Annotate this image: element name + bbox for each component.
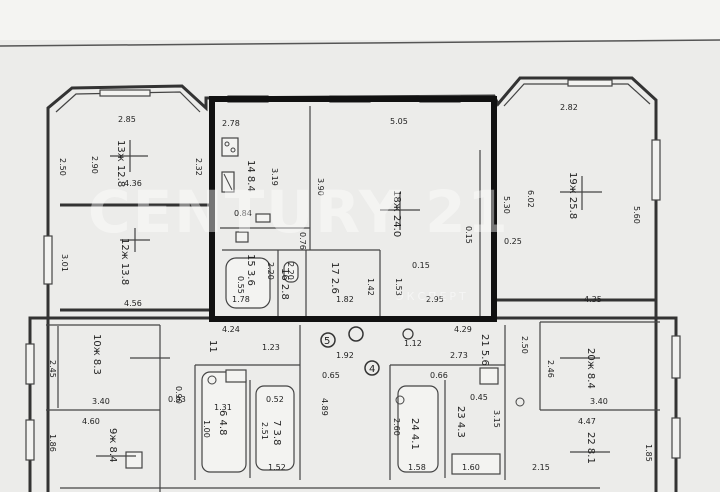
dimension-label: 1.52 <box>268 463 286 472</box>
dimension-label: 1.82 <box>336 295 354 304</box>
dimension-label: 1.58 <box>408 463 426 472</box>
toilet-icon <box>283 261 299 283</box>
dimension-label: 2.73 <box>450 351 468 360</box>
dimension-label: 1.53 <box>394 278 403 296</box>
room-label: 11 <box>207 340 218 353</box>
dimension-label: 0.45 <box>470 393 488 402</box>
room-label: 18ж 24.0 <box>391 190 402 237</box>
dimension-label: 3.90 <box>316 178 325 196</box>
bathtub-icon <box>201 371 247 473</box>
dimension-label: 3.19 <box>270 168 279 186</box>
dimension-label: 0.93 <box>168 395 186 404</box>
dimension-label: 2.82 <box>560 103 578 112</box>
dimension-label: 0.90 <box>174 386 183 404</box>
dimension-label: 2.15 <box>532 463 550 472</box>
room-label: 24 4.1 <box>409 418 420 450</box>
dimension-label: 2.51 <box>260 422 269 440</box>
dimension-label: 2.45 <box>48 360 57 378</box>
stove-icon <box>221 137 239 157</box>
dimension-label: 0.25 <box>504 237 522 246</box>
dimension-label: 2.46 <box>546 360 555 378</box>
dimension-label: 1.23 <box>262 343 280 352</box>
room-label: 13ж 12.8 <box>115 140 126 187</box>
dimension-label: 0.15 <box>412 261 430 270</box>
room-label: 23 4.3 <box>455 406 466 438</box>
dimension-label: 3.15 <box>492 410 501 428</box>
dimension-label: 2.85 <box>118 115 136 124</box>
dimension-label: 5.05 <box>390 117 408 126</box>
dimension-label: 5.30 <box>502 196 511 214</box>
bathtub-icon <box>255 385 295 471</box>
interior-walls <box>46 203 660 492</box>
dimension-label: 4.35 <box>584 295 602 304</box>
watermark-sub: ЭКСПЕРТ <box>396 290 469 303</box>
fixtures <box>96 140 610 475</box>
dimension-label: 4.56 <box>124 299 142 308</box>
room-label: 7 3.8 <box>271 420 282 445</box>
bathtub-icon <box>225 257 271 309</box>
stove-icon <box>479 367 499 385</box>
room-label: 9ж 8.4 <box>107 428 118 462</box>
dimension-label: 2.95 <box>426 295 444 304</box>
room-label: 6 4.8 <box>217 410 228 435</box>
dimension-label: 2.78 <box>222 119 240 128</box>
dimension-label: 4.36 <box>124 179 142 188</box>
dimension-label: 0.65 <box>322 371 340 380</box>
dimension-label: 1.31 <box>214 403 232 412</box>
dimension-label: 1.85 <box>644 444 653 462</box>
room-label: 10ж 8.3 <box>91 334 102 375</box>
dimension-label: 1.00 <box>202 420 211 438</box>
dimension-label: 4.89 <box>320 398 329 416</box>
room-label: 5 <box>324 336 330 347</box>
dimension-label: 4.47 <box>578 417 596 426</box>
dimension-label: 2.90 <box>90 156 99 174</box>
dimension-label: 1.60 <box>462 463 480 472</box>
dimension-label: 6.02 <box>526 190 535 208</box>
dimension-label: 3.40 <box>92 397 110 406</box>
dimension-label: 0.66 <box>430 371 448 380</box>
dimension-label: 2.20 <box>266 262 275 280</box>
dimension-label: 2.20 <box>286 262 295 280</box>
dimension-label: 3.40 <box>590 397 608 406</box>
dimension-label: 5.60 <box>632 206 641 224</box>
dimension-label: 1.42 <box>366 278 375 296</box>
dimension-label: 2.60 <box>392 418 401 436</box>
dimension-label: 2.50 <box>520 336 529 354</box>
dimension-label: 0.55 <box>236 276 245 294</box>
bathtub-icon <box>397 385 439 473</box>
room-label: 17 2.6 <box>329 262 340 294</box>
dimension-label: 0.84 <box>234 209 252 218</box>
watermark-brand: CENTURY 21 <box>88 178 510 246</box>
dimension-label: 1.92 <box>336 351 354 360</box>
room-label: 21 5.6 <box>479 334 490 366</box>
dimension-label: 3.01 <box>60 254 69 272</box>
watermark: CENTURY 21 ЭКСПЕРТ <box>88 178 510 303</box>
dimension-labels: 2.85 2.50 2.90 2.32 4.36 3.01 4.56 2.78 … <box>48 103 653 472</box>
dimension-label: 1.78 <box>232 295 250 304</box>
dimension-label: 2.50 <box>58 158 67 176</box>
dimension-label: 0.76 <box>298 232 307 250</box>
room-label: 4 <box>369 364 375 375</box>
room-label: 22 8.1 <box>585 432 596 464</box>
room-label: 20ж 8.4 <box>585 348 596 389</box>
dimension-label: 1.86 <box>48 434 57 452</box>
room-label: 19ж 25.8 <box>567 172 578 219</box>
room-label: 16 2.8 <box>279 268 290 300</box>
dimension-label: 4.24 <box>222 325 240 334</box>
dimension-label: 2.32 <box>194 158 203 176</box>
dimension-label: 4.29 <box>454 325 472 334</box>
room-label: 14 8.4 <box>245 160 256 192</box>
room-labels: 13ж 12.8 12ж 13.8 14 8.4 18ж 24.0 19ж 25… <box>91 140 596 464</box>
dimension-label: 0.15 <box>464 226 473 244</box>
stove-icon <box>125 451 143 469</box>
room-label: 15 3.6 <box>245 254 256 286</box>
room-label: 12ж 13.8 <box>119 238 130 285</box>
dimension-label: 0.52 <box>266 395 284 404</box>
dimension-label: 4.60 <box>82 417 100 426</box>
highlighted-apartment <box>209 96 497 322</box>
dimension-label: 1.12 <box>404 339 422 348</box>
